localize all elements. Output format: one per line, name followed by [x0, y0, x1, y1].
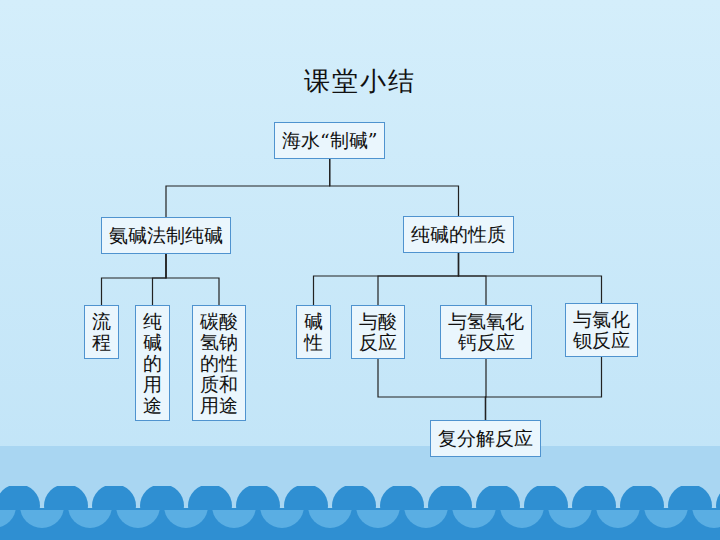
box-label: 复分解反应 [438, 426, 533, 451]
box-label: 氨碱法制纯碱 [109, 223, 223, 248]
tree-connector [166, 254, 219, 305]
box-label: 纯碱的性质 [411, 222, 506, 247]
box-label: 与氢氧化钙反应 [448, 311, 524, 353]
tree-connector [330, 159, 459, 216]
slide-title: 课堂小结 [0, 64, 720, 99]
summary-box: 纯碱的性质 [403, 216, 514, 253]
box-label: 纯碱的用途 [143, 311, 162, 415]
tree-connector [153, 254, 167, 305]
tree-connector [459, 253, 487, 305]
summary-box: 碱性 [296, 305, 331, 359]
box-label: 碱性 [304, 311, 323, 353]
box-label: 流程 [92, 311, 111, 353]
box-label: 与酸反应 [359, 311, 397, 353]
summary-box: 氨碱法制纯碱 [101, 217, 231, 254]
wave-row [0, 510, 720, 540]
tree-connector [102, 254, 167, 305]
box-label: 碳酸氢钠的性质和用途 [200, 311, 238, 415]
summary-box: 海水“制碱” [274, 122, 385, 159]
summary-box: 流程 [84, 305, 119, 359]
tree-connector [378, 253, 459, 305]
tree-connector [166, 159, 330, 217]
box-label: 海水“制碱” [282, 128, 377, 153]
tree-connector [486, 357, 602, 420]
summary-box: 纯碱的用途 [135, 305, 170, 421]
tree-connector [459, 253, 602, 303]
box-label: 与氯化钡反应 [573, 309, 630, 351]
summary-box: 与氢氧化钙反应 [440, 305, 532, 359]
summary-box: 与酸反应 [351, 305, 405, 359]
summary-box: 复分解反应 [430, 420, 541, 457]
tree-connector [314, 253, 459, 305]
summary-box: 碳酸氢钠的性质和用途 [192, 305, 246, 421]
sea-band [0, 446, 720, 540]
wave-row [0, 486, 720, 540]
summary-box: 与氯化钡反应 [565, 303, 638, 357]
tree-connector [378, 359, 486, 420]
wave-base [0, 508, 720, 540]
